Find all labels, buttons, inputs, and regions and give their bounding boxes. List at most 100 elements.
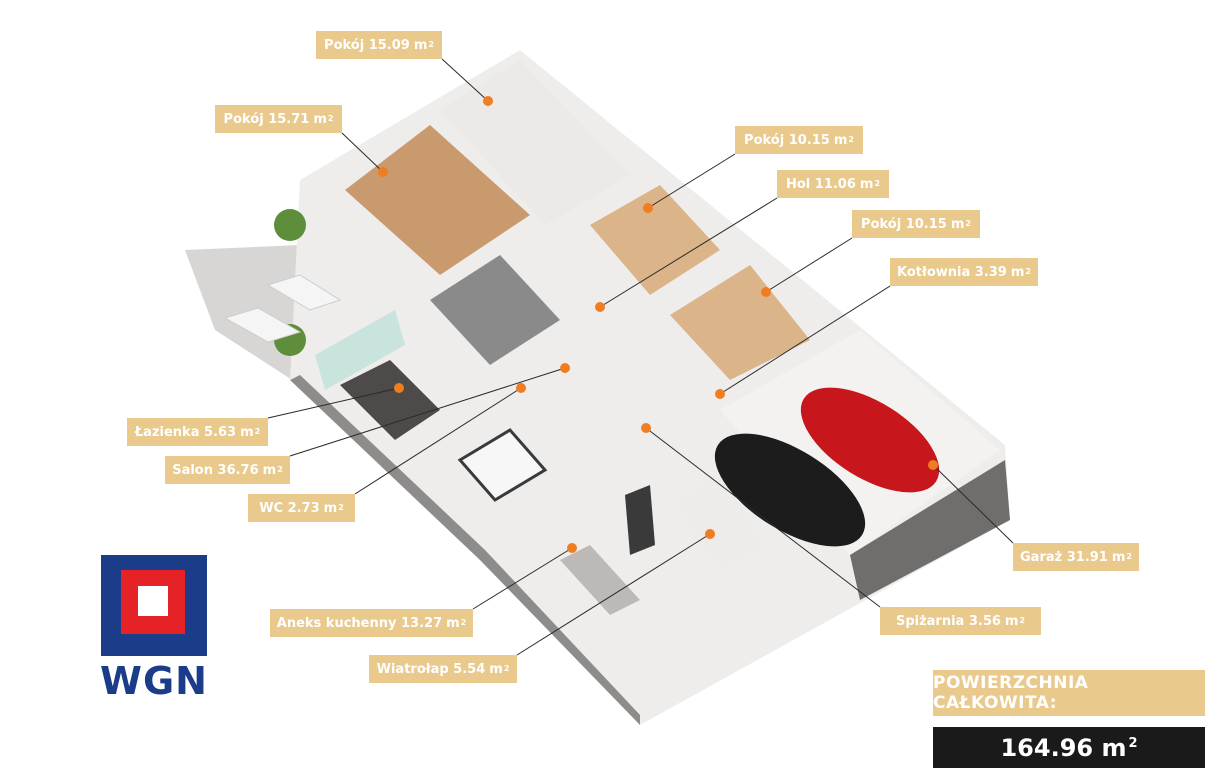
logo-flag (101, 555, 207, 656)
leader-line-garaz (932, 464, 1014, 544)
leader-line-wc (354, 387, 522, 495)
leader-line-kotlownia (719, 285, 891, 395)
area-unit: m (240, 424, 254, 440)
room-marker-lazienka (394, 383, 404, 393)
leader-line-lazienka (267, 387, 400, 419)
wgn-logo: WGN (100, 555, 208, 705)
sofa (340, 360, 440, 440)
room-label-text: WC 2.73 (259, 500, 320, 516)
room-markers (378, 96, 938, 553)
room-label-text: Kotłownia 3.39 (897, 264, 1007, 280)
leader-line-salon (289, 367, 566, 457)
area-unit: m (1111, 549, 1126, 565)
area-unit: m (413, 37, 428, 53)
leader-line-pokoj-4 (765, 237, 853, 293)
room-marker-salon (560, 363, 570, 373)
room-marker-pokoj-2 (378, 167, 388, 177)
area-exponent: 2 (277, 464, 283, 474)
logo-red-square (121, 570, 185, 634)
room-marker-spizarnia (641, 423, 651, 433)
room-marker-wiatrolap (705, 529, 715, 539)
glass-wall (315, 310, 405, 390)
room-floor-pokoj-4 (670, 265, 810, 380)
room-marker-wc (516, 383, 526, 393)
area-exponent: 2 (327, 113, 334, 123)
leader-lines (267, 58, 1014, 656)
room-floor-wiatrolap (670, 475, 770, 575)
leader-line-aneks (472, 547, 573, 610)
room-label-text: Salon 36.76 (172, 462, 259, 478)
area-unit: m (833, 132, 848, 148)
room-label-text: Pokój 10.15 (861, 216, 947, 232)
leader-line-pokoj-2 (341, 132, 384, 173)
leader-line-hol (599, 197, 778, 308)
logo-text: WGN (100, 659, 208, 703)
area-unit: m (313, 111, 327, 127)
room-marker-pokoj-1 (483, 96, 493, 106)
car-black (714, 433, 866, 547)
fridge (625, 485, 655, 555)
area-exponent: 2 (1126, 551, 1132, 561)
room-label-text: Pokój 10.15 (744, 132, 830, 148)
room-label-text: Łazienka 5.63 (134, 424, 237, 440)
area-unit: m (446, 615, 460, 631)
logo-white-square (138, 586, 168, 616)
total-area-number: 164.96 m (1000, 733, 1127, 762)
kitchen-counter (560, 545, 640, 615)
area-exponent: 2 (1025, 266, 1031, 276)
lounger-1 (266, 274, 342, 311)
leader-line-pokoj-1 (441, 58, 489, 102)
room-floor-pokoj-3 (590, 185, 720, 295)
area-exponent: 2 (338, 502, 344, 512)
total-area-title: POWIERZCHNIA CAŁKOWITA: (933, 670, 1205, 716)
dining-table (457, 428, 548, 502)
area-unit: m (262, 462, 277, 478)
house-outer-wall (290, 375, 640, 725)
room-label-text: Wiatrołap 5.54 (376, 661, 486, 677)
area-exponent: 2 (848, 134, 854, 144)
area-unit: m (950, 216, 965, 232)
room-floor-lazienka (430, 255, 560, 365)
area-exponent: 2 (503, 663, 510, 673)
area-exponent: 2 (460, 617, 467, 627)
room-marker-hol (595, 302, 605, 312)
room-floor-pokoj-2 (345, 125, 530, 275)
room-label-text: Spiżarnia 3.56 (895, 613, 1001, 629)
area-unit: m (859, 176, 874, 192)
car-red (800, 387, 940, 493)
room-marker-pokoj-4 (761, 287, 771, 297)
plant-1 (274, 209, 306, 241)
room-label-text: Garaż 31.91 (1020, 549, 1108, 565)
room-marker-pokoj-3 (643, 203, 653, 213)
room-marker-kotlownia (715, 389, 725, 399)
leader-line-wiatrolap (516, 533, 711, 656)
total-area-exponent: 2 (1128, 736, 1138, 751)
garage-wall (850, 460, 1010, 600)
area-exponent: 2 (428, 39, 434, 49)
room-marker-garaz (928, 460, 938, 470)
lounger-2 (223, 307, 302, 343)
room-label-text: Pokój 15.09 (324, 37, 410, 53)
area-exponent: 2 (1019, 615, 1026, 625)
area-exponent: 2 (965, 218, 971, 228)
area-unit: m (323, 500, 338, 516)
room-marker-aneks (567, 543, 577, 553)
leader-line-pokoj-3 (647, 153, 736, 209)
room-label-text: Pokój 15.71 (223, 111, 310, 127)
area-unit: m (489, 661, 503, 677)
area-unit: m (1004, 613, 1019, 629)
area-unit: m (1010, 264, 1025, 280)
